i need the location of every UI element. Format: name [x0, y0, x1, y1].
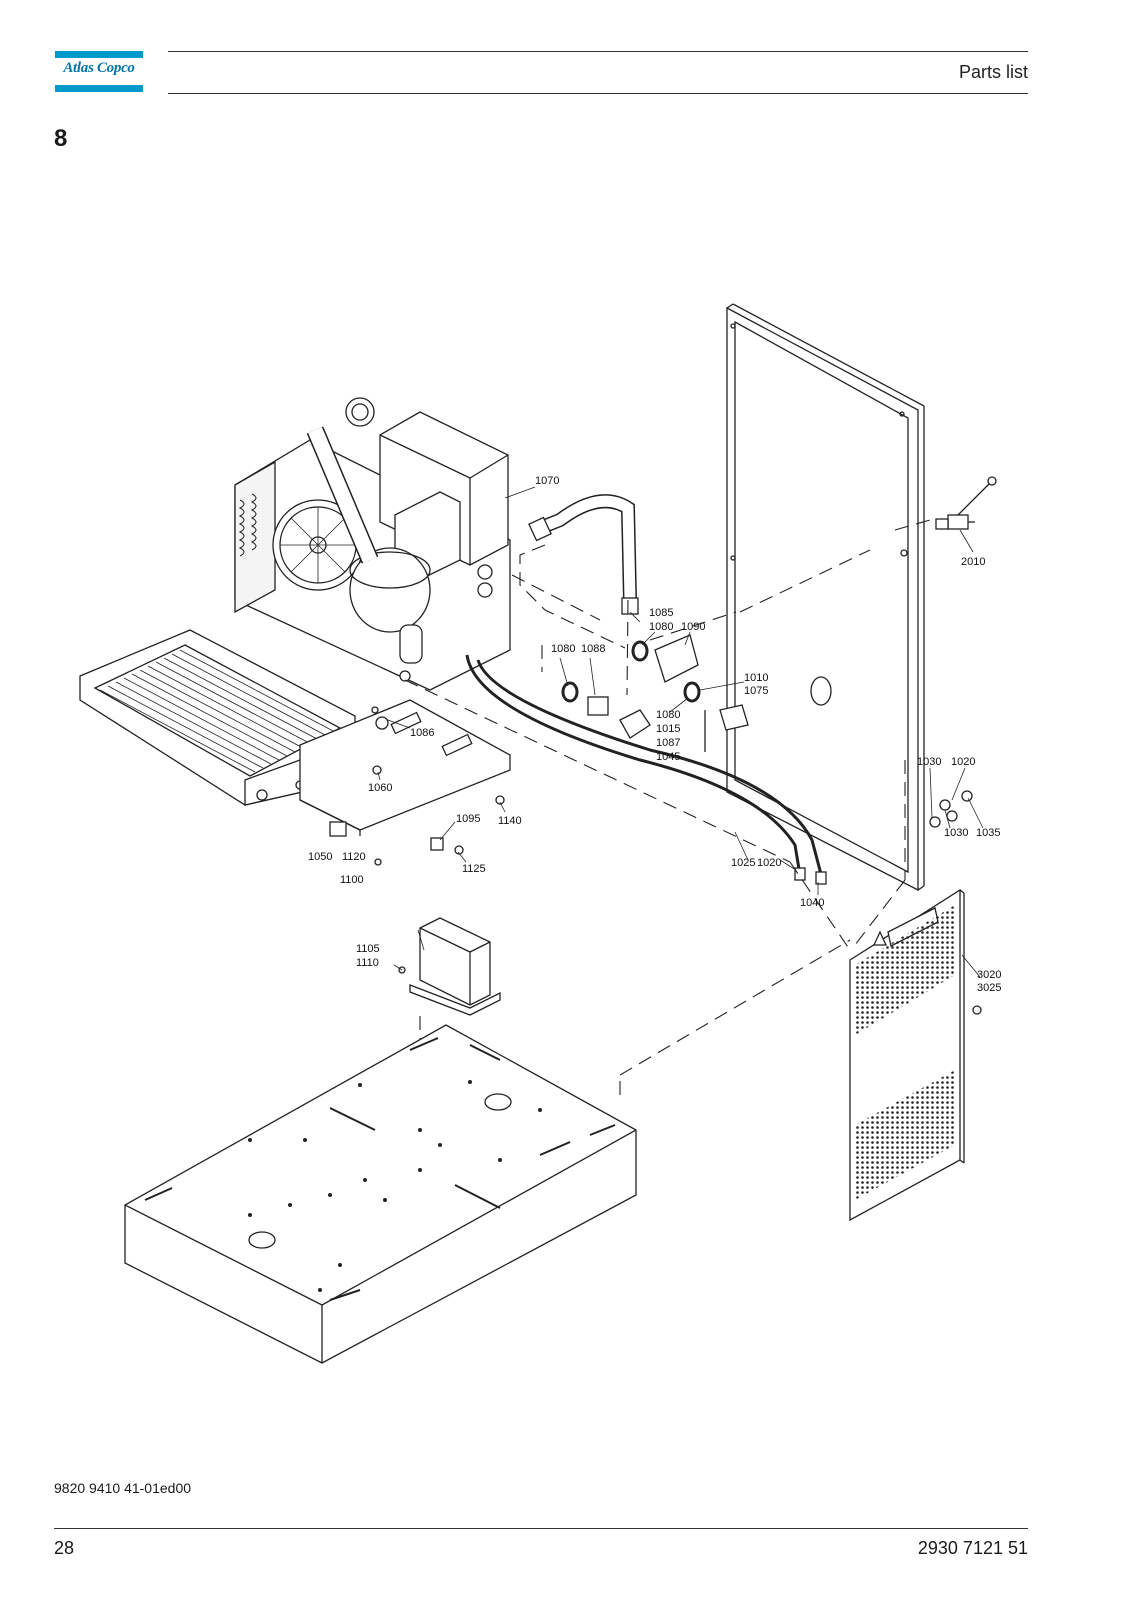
callout-1110: 1110 [356, 957, 379, 969]
callout-1080: 1080 [649, 621, 673, 633]
callout-1120: 1120 [342, 851, 366, 863]
header-rule-top [168, 51, 1028, 52]
callout-1090: 1090 [681, 621, 705, 633]
callout-1040: 1040 [800, 897, 824, 909]
callout-1035: 1035 [976, 827, 1000, 839]
callout-1025: 1025 [731, 857, 755, 869]
callout-1015: 1015 [656, 723, 680, 735]
callout-2010: 2010 [961, 556, 985, 568]
ball-valve [935, 476, 997, 530]
callout-1085: 1085 [649, 607, 673, 619]
part-callouts: 1070 2010 1085 1080 1090 1080 1088 1010 … [308, 475, 1001, 994]
document-code: 9820 9410 41-01ed00 [54, 1480, 192, 1496]
callout-1086: 1086 [410, 727, 434, 739]
callout-1020: 1020 [951, 756, 975, 768]
callout-3025: 3025 [977, 982, 1001, 994]
callout-1050: 1050 [308, 851, 332, 863]
callout-1087: 1087 [656, 737, 680, 749]
fittings [329, 634, 973, 866]
callout-1045: 1045 [656, 751, 680, 763]
logo-bar-top [55, 51, 143, 58]
panel-perforation [855, 905, 955, 1200]
page-number: 28 [54, 1538, 75, 1558]
callout-1080-b: 1080 [551, 643, 575, 655]
callout-1010: 1010 [744, 672, 768, 684]
callout-1095: 1095 [456, 813, 480, 825]
callout-3020: 3020 [977, 969, 1001, 981]
atlas-copco-logo: Atlas Copco [55, 51, 143, 92]
logo-text: Atlas Copco [63, 60, 135, 76]
refrigeration-unit [234, 397, 511, 691]
callout-1140: 1140 [498, 815, 522, 827]
transformer [398, 917, 501, 1016]
callout-1100: 1100 [340, 874, 364, 886]
callout-1030-b: 1030 [944, 827, 968, 839]
callout-1080-c: 1080 [656, 709, 680, 721]
header-rule-bottom [168, 93, 1028, 94]
callout-1105: 1105 [356, 943, 380, 955]
assembly-lines [404, 519, 931, 1095]
door-frame [726, 303, 925, 892]
callout-1030: 1030 [917, 756, 941, 768]
logo-bar-bottom [55, 85, 143, 92]
callout-1125: 1125 [462, 863, 486, 875]
chapter-number: 8 [54, 125, 68, 152]
callout-1088: 1088 [581, 643, 605, 655]
callout-1075: 1075 [744, 685, 768, 697]
pipe-assembly [528, 494, 639, 615]
callout-1060: 1060 [368, 782, 392, 794]
callout-1070: 1070 [535, 475, 559, 487]
header-title: Parts list [958, 62, 1028, 82]
footer-rule [54, 1528, 1028, 1529]
base-frame [124, 1024, 637, 1364]
hoses [465, 654, 827, 885]
leader-lines [377, 486, 984, 978]
callout-1020-b: 1020 [757, 857, 781, 869]
document-number: 2930 7121 51 [917, 1538, 1028, 1558]
